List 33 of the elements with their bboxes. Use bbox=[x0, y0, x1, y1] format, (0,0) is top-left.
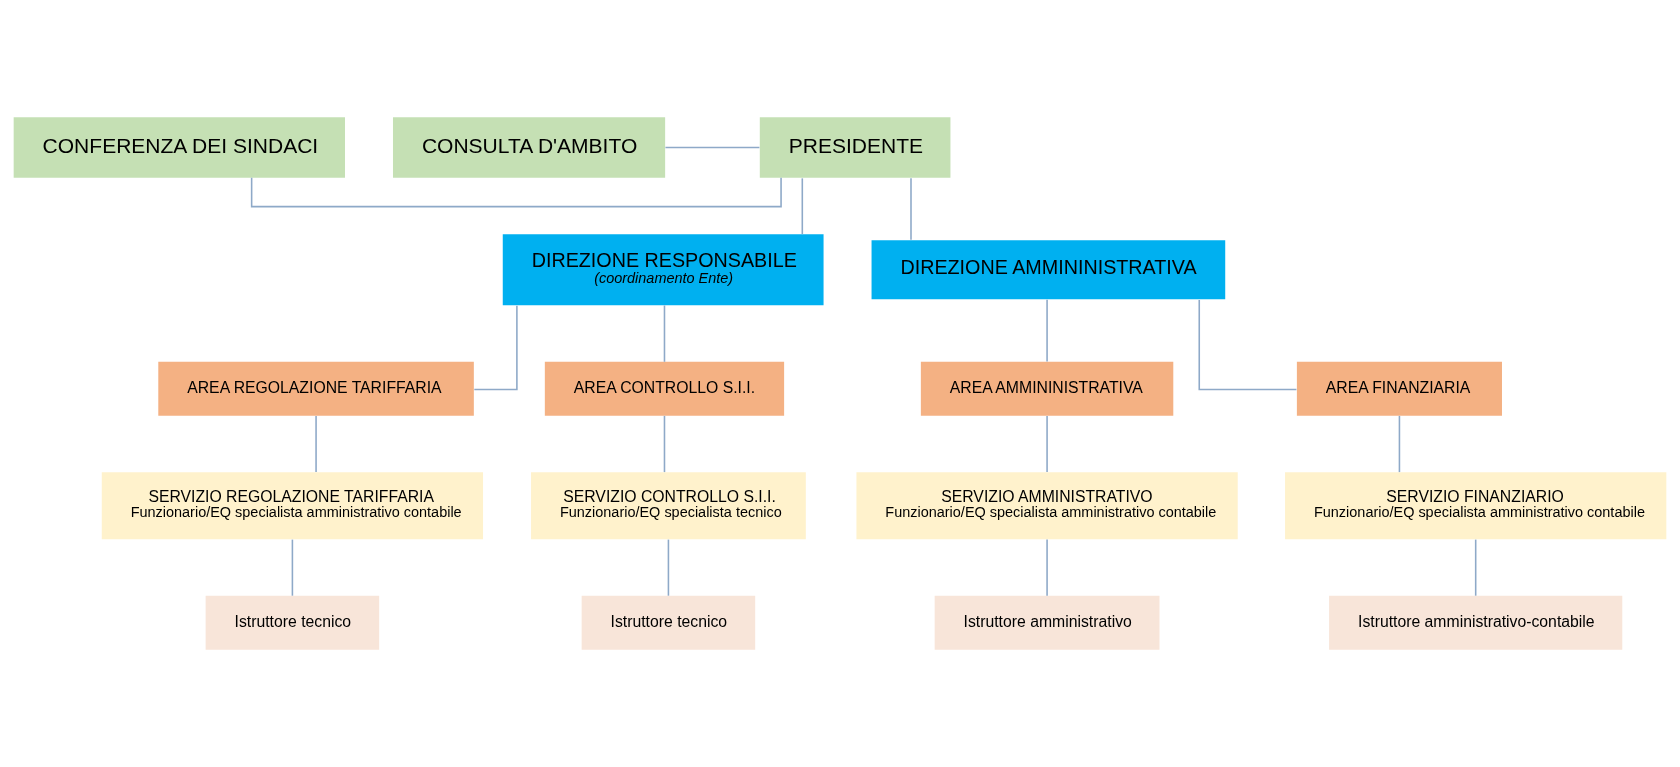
node-box: Istruttore tecnico bbox=[581, 595, 756, 650]
connector bbox=[667, 538, 670, 597]
connector bbox=[1046, 415, 1048, 473]
node-box: Istruttore amministrativo-contabile bbox=[1329, 595, 1623, 650]
node-box: SERVIZIO REGOLAZIONE TARIFFARIA Funzionario/EQ specialista amministrativo contabile bbox=[101, 472, 484, 540]
connector bbox=[250, 177, 782, 208]
node-box: DIREZIONE AMMININISTRATIVA bbox=[871, 240, 1226, 300]
connector bbox=[473, 304, 518, 391]
connector bbox=[1198, 299, 1298, 391]
connector bbox=[664, 146, 761, 149]
node-box: SERVIZIO FINANZIARIO Funzionario/EQ specialista amministrativo contabile bbox=[1285, 472, 1667, 540]
node-box: AREA FINANZIARIA bbox=[1296, 361, 1502, 416]
node-box: DIREZIONE RESPONSABILE (coordinamento Ente) bbox=[502, 234, 824, 306]
node-box: Istruttore amministrativo bbox=[934, 595, 1160, 650]
connector bbox=[1046, 538, 1048, 597]
connector bbox=[801, 177, 804, 235]
connector bbox=[1046, 299, 1048, 363]
node-box: PRESIDENTE bbox=[759, 117, 951, 178]
connector bbox=[663, 415, 666, 473]
connector bbox=[1474, 538, 1477, 597]
connector bbox=[315, 415, 317, 473]
connector bbox=[663, 304, 666, 363]
node-box: SERVIZIO AMMINISTRATIVO Funzionario/EQ specialista amministrativo contabile bbox=[856, 472, 1238, 540]
node-box: AREA CONTROLLO S.I.I. bbox=[544, 361, 785, 416]
node-box: SERVIZIO CONTROLLO S.I.I. Funzionario/EQ specialista tecnico bbox=[531, 472, 806, 540]
connector bbox=[291, 538, 294, 597]
node-box: CONSULTA D'AMBITO bbox=[393, 117, 666, 178]
node-box: CONFERENZA DEI SINDACI bbox=[13, 117, 345, 178]
connector bbox=[1398, 415, 1401, 473]
node-box: AREA REGOLAZIONE TARIFFARIA bbox=[158, 361, 474, 416]
node-box: Istruttore tecnico bbox=[205, 595, 380, 650]
connector bbox=[910, 177, 912, 241]
node-box: AREA AMMININISTRATIVA bbox=[920, 361, 1174, 416]
